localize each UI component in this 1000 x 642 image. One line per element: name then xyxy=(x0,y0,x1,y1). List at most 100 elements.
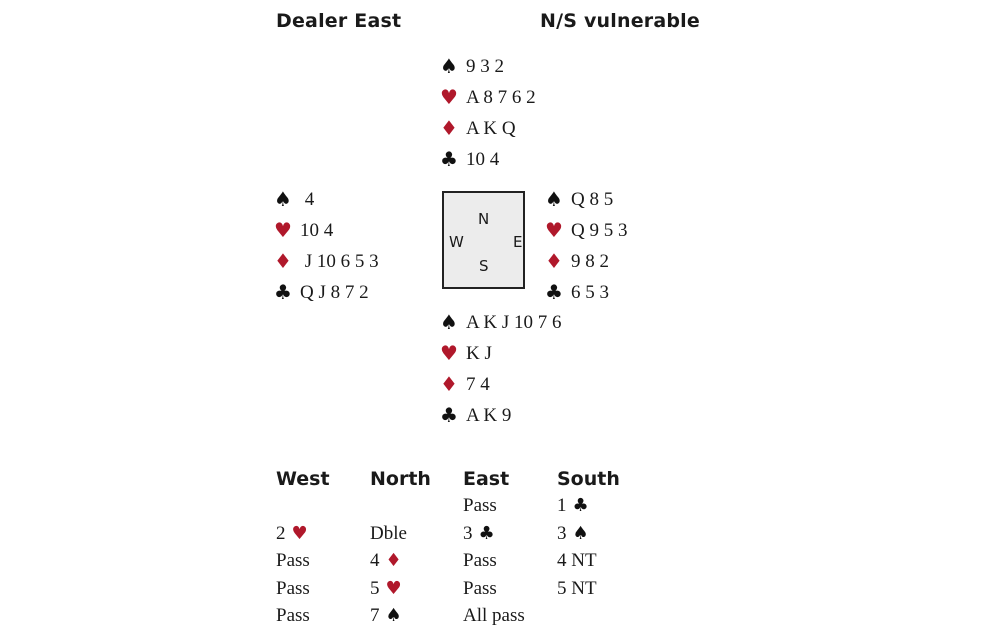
bidding-header-east: East xyxy=(463,468,510,490)
compass-west: W xyxy=(449,233,464,251)
west-suit-row: ♠ 4 xyxy=(274,184,379,215)
bid: Pass xyxy=(276,605,310,627)
spade-icon: ♠ xyxy=(440,310,458,334)
east-suit-row: ♥ Q 9 5 3 xyxy=(545,215,627,246)
heart-icon: ♥ xyxy=(440,341,458,365)
bid-text: 3 xyxy=(463,522,473,544)
cards: 10 4 xyxy=(466,149,500,170)
bid: 5♥ xyxy=(370,578,402,600)
cards: Q 8 5 xyxy=(571,189,614,210)
bid: 3♠ xyxy=(557,523,589,545)
cards: 10 4 xyxy=(300,220,334,241)
bid-text: Pass xyxy=(276,550,310,571)
bid: Pass xyxy=(463,550,497,572)
vulnerability-label: N/S vulnerable xyxy=(540,10,700,32)
south-hand: ♠ A K J 10 7 6 ♥ K J ♦ 7 4 ♣ A K 9 xyxy=(440,307,562,431)
cards: A 8 7 6 2 xyxy=(466,87,536,108)
west-hand: ♠ 4 ♥ 10 4 ♦ J 10 6 5 3 ♣ Q J 8 7 2 xyxy=(274,184,379,308)
club-icon: ♣ xyxy=(478,522,495,544)
bid-text: All pass xyxy=(463,605,525,626)
club-icon: ♣ xyxy=(572,495,589,516)
cards: 9 3 2 xyxy=(466,56,504,77)
west-suit-row: ♣ Q J 8 7 2 xyxy=(274,277,379,308)
compass-box: N W E S xyxy=(442,191,525,289)
bid-text: Pass xyxy=(463,550,497,571)
bid-text: Pass xyxy=(463,577,497,599)
bid-text: 2 xyxy=(276,522,286,544)
cards: A K 9 xyxy=(466,405,512,426)
spade-icon: ♠ xyxy=(572,522,589,544)
bid-text: 5 xyxy=(370,577,380,599)
heart-icon: ♥ xyxy=(291,522,308,544)
bid: Pass xyxy=(276,550,310,572)
compass-south: S xyxy=(479,257,489,275)
bid: 2♥ xyxy=(276,523,308,545)
east-hand: ♠Q 8 5 ♥ Q 9 5 3 ♦ 9 8 2 ♣6 5 3 xyxy=(545,184,627,308)
bid: Pass xyxy=(276,578,310,600)
bid: 4 NT xyxy=(557,550,597,572)
east-suit-row: ♦ 9 8 2 xyxy=(545,246,627,277)
south-suit-row: ♦ 7 4 xyxy=(440,369,562,400)
spade-icon: ♠ xyxy=(440,54,458,78)
cards: A K J 10 7 6 xyxy=(466,312,562,333)
bid: All pass xyxy=(463,605,525,627)
diamond-icon: ♦ xyxy=(274,249,292,273)
north-suit-row: ♦ A K Q xyxy=(440,113,536,144)
east-suit-row: ♠Q 8 5 xyxy=(545,184,627,215)
bidding-header-south: South xyxy=(557,468,620,490)
bid: 5 NT xyxy=(557,578,597,600)
cards: Q 9 5 3 xyxy=(571,220,628,241)
bid: 1♣ xyxy=(557,495,589,517)
diamond-icon: ♦ xyxy=(385,550,402,571)
dealer-label: Dealer East xyxy=(276,10,402,32)
bid-text: Dble xyxy=(370,522,407,544)
bid: 4♦ xyxy=(370,550,402,572)
bid-text: Pass xyxy=(276,605,310,626)
heart-icon: ♥ xyxy=(274,218,292,242)
cards: 9 8 2 xyxy=(571,251,609,272)
club-icon: ♣ xyxy=(440,403,458,427)
bid-text: Pass xyxy=(276,577,310,599)
north-suit-row: ♠ 9 3 2 xyxy=(440,51,536,82)
cards: K J xyxy=(466,343,492,364)
bid: Pass xyxy=(463,495,497,517)
bid-text: 3 xyxy=(557,522,567,544)
north-hand: ♠ 9 3 2 ♥ A 8 7 6 2 ♦ A K Q ♣ 10 4 xyxy=(440,51,536,175)
spade-icon: ♠ xyxy=(385,605,402,626)
east-suit-row: ♣6 5 3 xyxy=(545,277,627,308)
south-suit-row: ♠ A K J 10 7 6 xyxy=(440,307,562,338)
cards: 7 4 xyxy=(466,374,490,395)
club-icon: ♣ xyxy=(545,280,563,304)
compass-east: E xyxy=(513,233,523,251)
bidding-header-north: North xyxy=(370,468,431,490)
heart-icon: ♥ xyxy=(385,577,402,599)
bid-text: 4 xyxy=(370,550,380,571)
diamond-icon: ♦ xyxy=(440,116,458,140)
cards: Q J 8 7 2 xyxy=(300,282,369,303)
club-icon: ♣ xyxy=(440,147,458,171)
bid: Pass xyxy=(463,578,497,600)
south-suit-row: ♣ A K 9 xyxy=(440,400,562,431)
diamond-icon: ♦ xyxy=(440,372,458,396)
bid-text: 4 NT xyxy=(557,550,597,571)
bid: 7♠ xyxy=(370,605,402,627)
bid-text: 7 xyxy=(370,605,380,626)
diamond-icon: ♦ xyxy=(545,249,563,273)
heart-icon: ♥ xyxy=(440,85,458,109)
club-icon: ♣ xyxy=(274,280,292,304)
bid-text: 1 xyxy=(557,495,567,516)
north-suit-row: ♥ A 8 7 6 2 xyxy=(440,82,536,113)
heart-icon: ♥ xyxy=(545,218,563,242)
south-suit-row: ♥ K J xyxy=(440,338,562,369)
west-suit-row: ♥ 10 4 xyxy=(274,215,379,246)
bidding-header-west: West xyxy=(276,468,330,490)
spade-icon: ♠ xyxy=(274,187,292,211)
west-suit-row: ♦ J 10 6 5 3 xyxy=(274,246,379,277)
bid-text: Pass xyxy=(463,495,497,516)
compass-north: N xyxy=(478,210,490,228)
north-suit-row: ♣ 10 4 xyxy=(440,144,536,175)
cards: J 10 6 5 3 xyxy=(300,251,379,272)
bid: Dble xyxy=(370,523,407,545)
cards: A K Q xyxy=(466,118,516,139)
cards: 4 xyxy=(300,189,315,210)
